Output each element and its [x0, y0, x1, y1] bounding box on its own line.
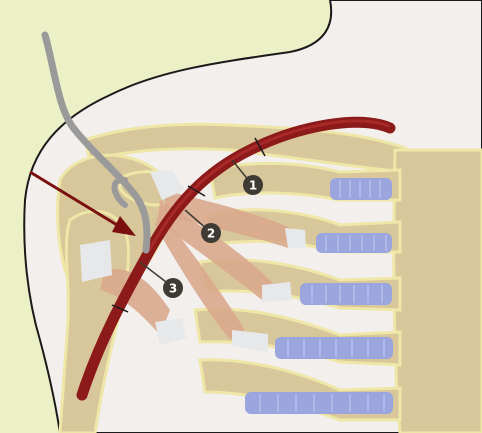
callout-3-label: 3 [169, 282, 177, 296]
cartilage-5 [245, 392, 393, 414]
tendon-rib2 [262, 282, 292, 302]
callout-2: 2 [201, 223, 221, 243]
cartilage-4 [275, 337, 393, 359]
cartilage-2 [316, 233, 392, 253]
cartilage-3 [300, 283, 392, 305]
tendon-rib1 [285, 228, 306, 248]
callout-3: 3 [163, 278, 183, 298]
callout-2-label: 2 [207, 227, 215, 241]
callout-1-label: 1 [249, 179, 257, 193]
sternum [394, 150, 482, 433]
callout-1: 1 [243, 175, 263, 195]
tendon-humerus [80, 240, 112, 282]
